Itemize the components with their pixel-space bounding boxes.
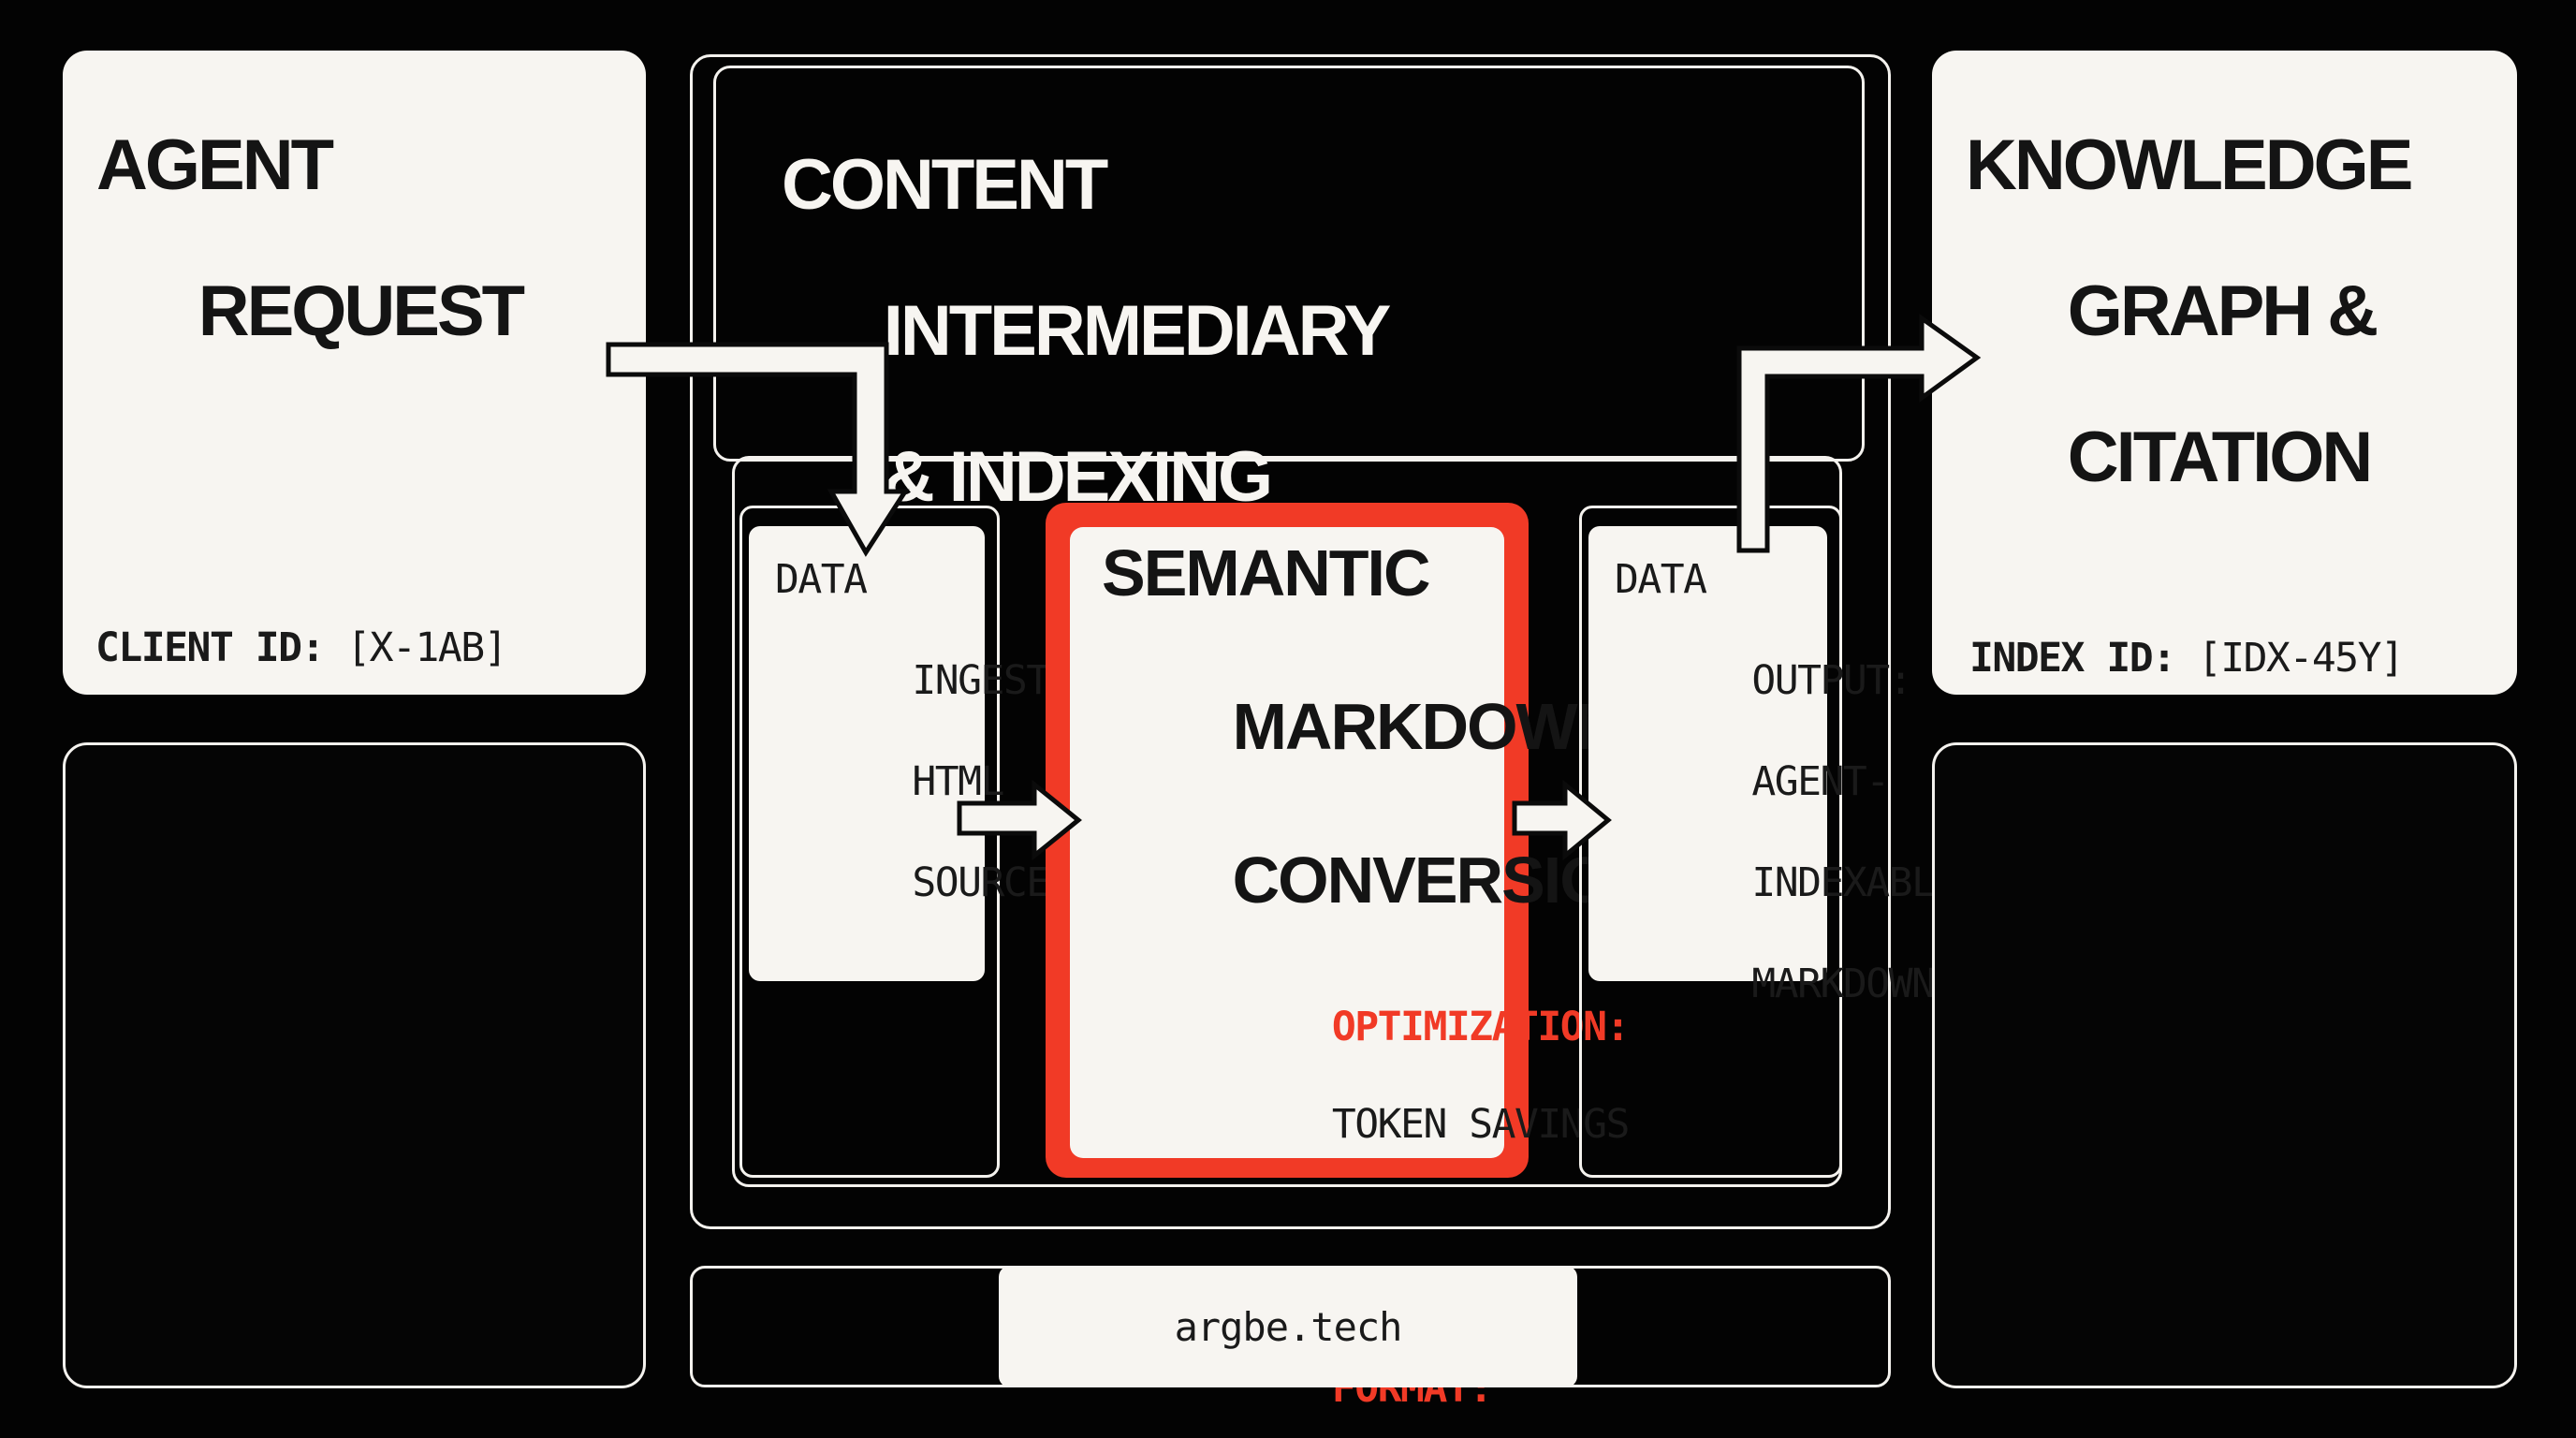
title-line: REQUEST (198, 271, 525, 351)
semantic-conversion-title: SEMANTIC MARKDOWN CONVERSION (1102, 535, 1656, 995)
ingest-line: SOURCE (912, 859, 1050, 906)
output-line: DATA (1615, 556, 1707, 603)
semantic-conversion-highlight-frame: SEMANTIC MARKDOWN CONVERSION OPTIMIZATIO… (1046, 503, 1656, 1412)
client-id-row: CLIENT ID: [X-1AB] (95, 618, 507, 678)
right-empty-panel (1932, 742, 2517, 1388)
data-ingest-card: DATA INGEST: HTML SOURCE (749, 526, 1074, 981)
ingest-line: HTML (912, 758, 1004, 805)
title-line: MARKDOWN (1232, 690, 1624, 763)
output-line: AGENT- (1751, 758, 1890, 805)
agent-request-title: AGENT REQUEST (96, 129, 525, 421)
client-id-label: CLIENT ID: (95, 624, 347, 671)
optimization-field: OPTIMIZATION: TOKEN SAVINGS (1104, 954, 1631, 1197)
data-output-card: DATA OUTPUT: AGENT- INDEXABLE MARKDOWN (1588, 526, 1958, 1007)
agent-request-panel: AGENT REQUEST CLIENT ID: [X-1AB] STATUS:… (63, 51, 646, 851)
index-id-value: [IDX-45Y] (2197, 635, 2405, 682)
knowledge-graph-title: KNOWLEDGE GRAPH & CITATION (1966, 129, 2413, 567)
data-ingest-text: DATA INGEST: HTML SOURCE (775, 554, 1074, 959)
semantic-conversion-card: SEMANTIC MARKDOWN CONVERSION OPTIMIZATIO… (1070, 527, 1656, 1412)
title-line: INTERMEDIARY (883, 291, 1392, 371)
output-line: OUTPUT: (1751, 657, 1912, 704)
index-id-row: INDEX ID: [IDX-45Y] (1969, 627, 2472, 689)
title-line: SEMANTIC (1102, 536, 1431, 609)
footer-domain-text: argbe.tech (1174, 1303, 1403, 1350)
knowledge-graph-panel: KNOWLEDGE GRAPH & CITATION INDEX ID: [ID… (1932, 51, 2517, 1052)
content-intermediary-title-frame: CONTENT INTERMEDIARY & INDEXING (713, 66, 1865, 514)
content-intermediary-outer-frame (690, 54, 1891, 1229)
output-line: INDEXABLE (1751, 859, 1958, 906)
title-line: GRAPH & (2067, 271, 2378, 351)
title-line: KNOWLEDGE (1966, 125, 2413, 205)
footer-domain-chip: argbe.tech (999, 1266, 1577, 1387)
data-output-text: DATA OUTPUT: AGENT- INDEXABLE MARKDOWN (1615, 554, 1958, 1060)
title-line: AGENT (96, 125, 334, 205)
index-id-label: INDEX ID: (1969, 635, 2198, 682)
ingest-line: DATA (775, 556, 868, 603)
title-line: CONTENT (782, 145, 1108, 225)
left-empty-panel (63, 742, 646, 1388)
optimization-value: TOKEN SAVINGS (1331, 1101, 1631, 1148)
client-id-value: [X-1AB] (346, 624, 507, 671)
output-line: MARKDOWN (1751, 961, 1936, 1007)
title-line: CITATION (2067, 418, 2374, 497)
